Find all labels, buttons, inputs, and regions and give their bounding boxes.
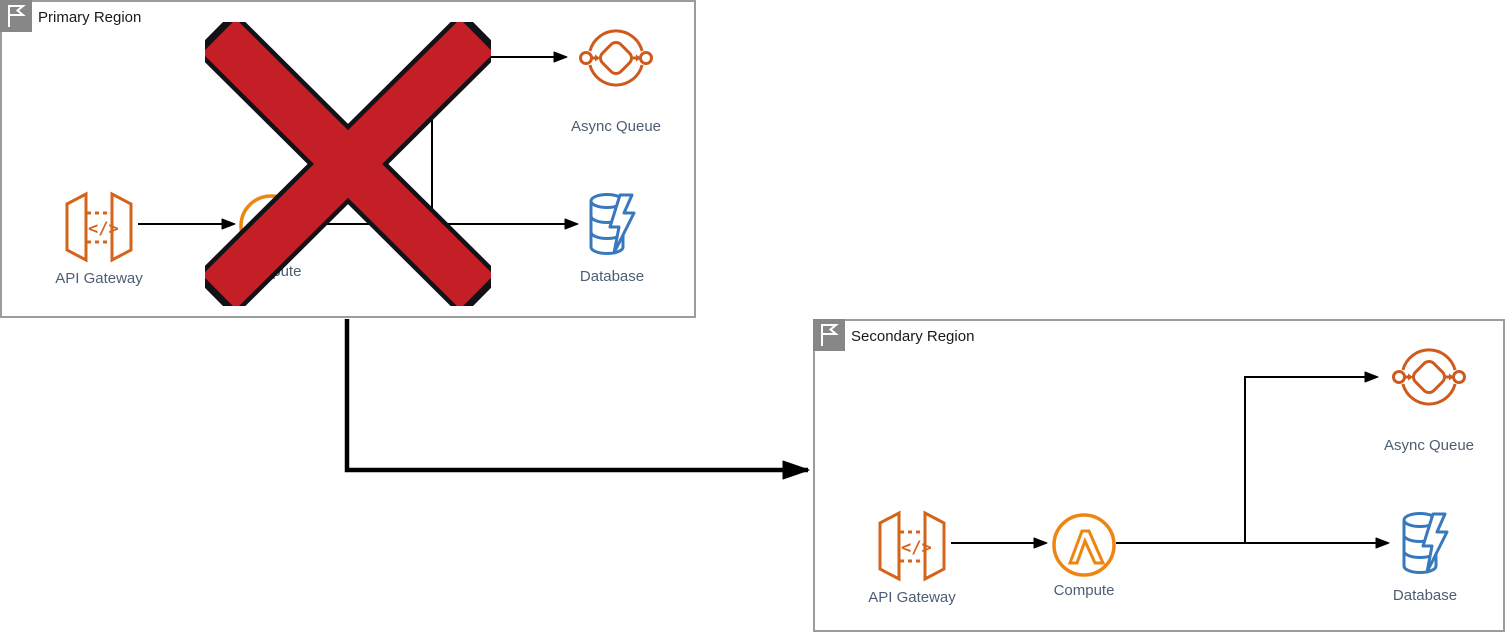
region-flag-icon (813, 319, 845, 351)
node-async-queue (579, 26, 653, 90)
region-secondary: Secondary Region </> API Gateway Compute (813, 319, 1505, 632)
region-title: Primary Region (38, 9, 142, 26)
node-label: API Gateway (55, 270, 143, 287)
region-primary: Primary Region </> API Gateway Compute (0, 0, 696, 318)
sqs-queue-icon (1392, 348, 1466, 406)
node-api-gateway: </> (60, 188, 138, 266)
node-label: Database (1392, 587, 1458, 604)
node-label: API Gateway (868, 589, 956, 606)
node-compute (1051, 512, 1117, 578)
code-glyph: </> (88, 219, 119, 239)
flag-icon (8, 5, 26, 27)
node-label: Database (579, 268, 645, 285)
failure-cross-icon (205, 22, 491, 306)
api-gateway-icon: </> (65, 191, 133, 263)
failover-arrow (344, 319, 810, 480)
node-api-gateway: </> (873, 507, 951, 585)
node-label: Async Queue (570, 118, 662, 135)
code-glyph: </> (901, 538, 932, 558)
node-label: Compute (1053, 582, 1115, 599)
node-async-queue (1392, 345, 1466, 409)
node-database (586, 192, 638, 256)
node-label: Async Queue (1383, 437, 1475, 454)
dynamodb-icon (589, 193, 636, 255)
node-database (1399, 511, 1451, 575)
sqs-queue-icon (579, 29, 653, 87)
region-title: Secondary Region (851, 328, 975, 345)
region-flag-icon (0, 0, 32, 32)
dynamodb-icon (1402, 512, 1449, 574)
flag-icon (821, 324, 839, 346)
lambda-icon (1052, 513, 1116, 577)
api-gateway-icon: </> (878, 510, 946, 582)
